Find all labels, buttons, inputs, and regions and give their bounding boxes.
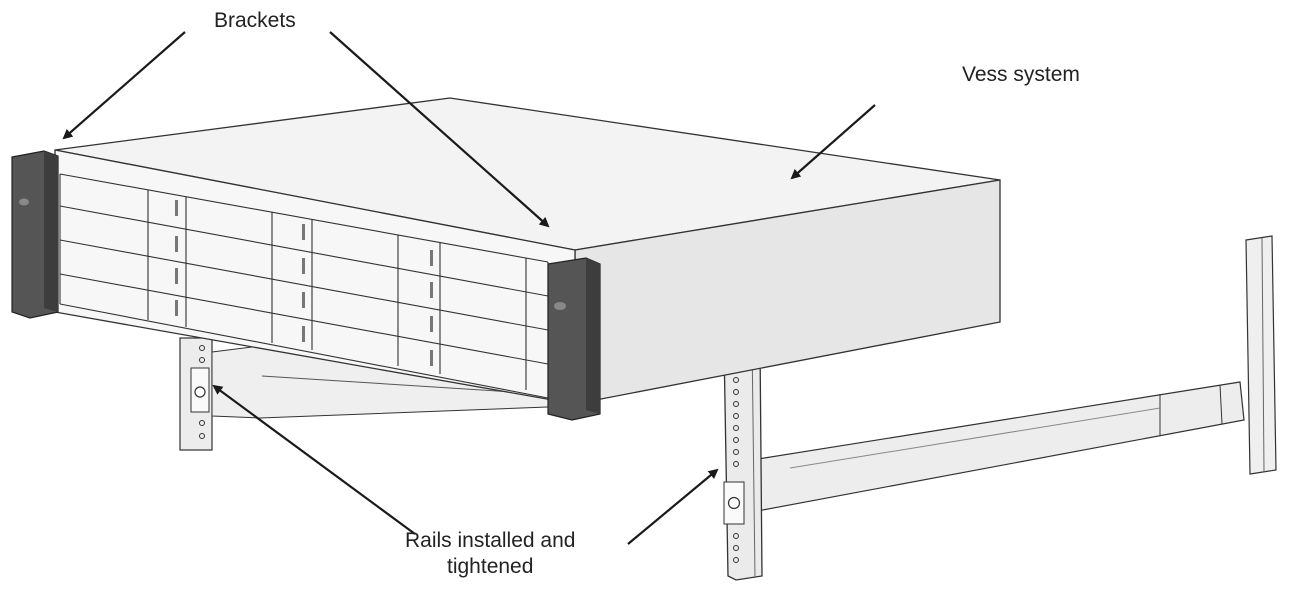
right-bracket xyxy=(547,257,601,421)
vess-system-label: Vess system xyxy=(962,63,1080,86)
rails-label: Rails installed and tightened xyxy=(405,528,575,580)
front-right-rail xyxy=(723,235,1277,581)
brackets-label: Brackets xyxy=(214,9,296,32)
left-bracket xyxy=(11,150,59,319)
rear-left-rail xyxy=(179,337,601,451)
vess-system-chassis xyxy=(11,97,1001,421)
rails-label-line1: Rails installed and xyxy=(405,529,576,552)
drive-led-indicators xyxy=(175,200,433,366)
rails-label-line2: tightened xyxy=(447,555,534,578)
callout-arrows xyxy=(62,31,876,545)
drive-bays xyxy=(59,173,549,399)
